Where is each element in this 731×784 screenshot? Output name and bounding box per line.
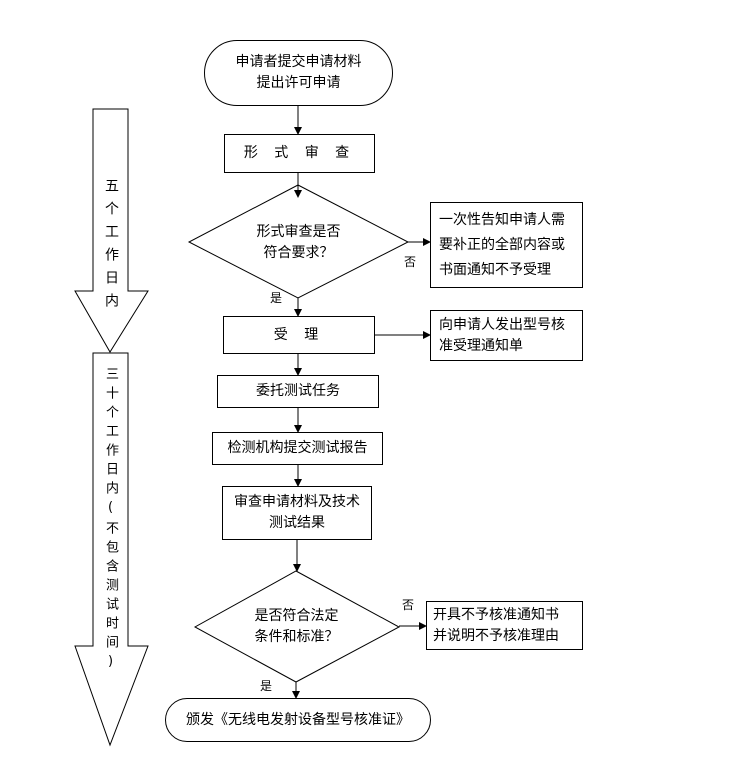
start-terminal: 申请者提交申请材料 提出许可申请 (204, 40, 393, 106)
timeline-phase2-text: 三十个工作日内(不包含测试时间) (103, 367, 118, 675)
commission-test-step: 委托测试任务 (217, 375, 379, 408)
accept-step: 受 理 (223, 316, 375, 354)
final-no-label: 否 (402, 598, 415, 612)
final-rejection-notice: 开具不予核准通知书 并说明不予核准理由 (426, 601, 583, 650)
formal-decision-text: 形式审查是否 符合要求？ (256, 224, 341, 261)
timeline-phase1-text: 五个工作日内 (103, 178, 119, 316)
issue-certificate-terminal: 颁发《无线电发射设备型号核准证》 (165, 698, 431, 742)
formal-no-label: 否 (404, 255, 417, 269)
accept-notice-step: 向申请人发出型号核 准受理通知单 (430, 310, 583, 361)
formal-rejection-notice: 一次性告知申请人需 要补正的全部内容或 书面通知不予受理 (430, 202, 583, 288)
final-decision-text: 是否符合法定 条件和标准？ (254, 608, 339, 645)
final-review-step: 审查申请材料及技术 测试结果 (222, 486, 372, 540)
formal-yes-label: 是 (270, 291, 283, 305)
timeline-arrow-phase2 (74, 352, 149, 747)
final-yes-label: 是 (260, 679, 273, 693)
formal-review-step: 形 式 审 查 (224, 134, 375, 173)
lab-report-step: 检测机构提交测试报告 (212, 432, 383, 465)
timeline-arrow-phase1 (74, 108, 149, 353)
